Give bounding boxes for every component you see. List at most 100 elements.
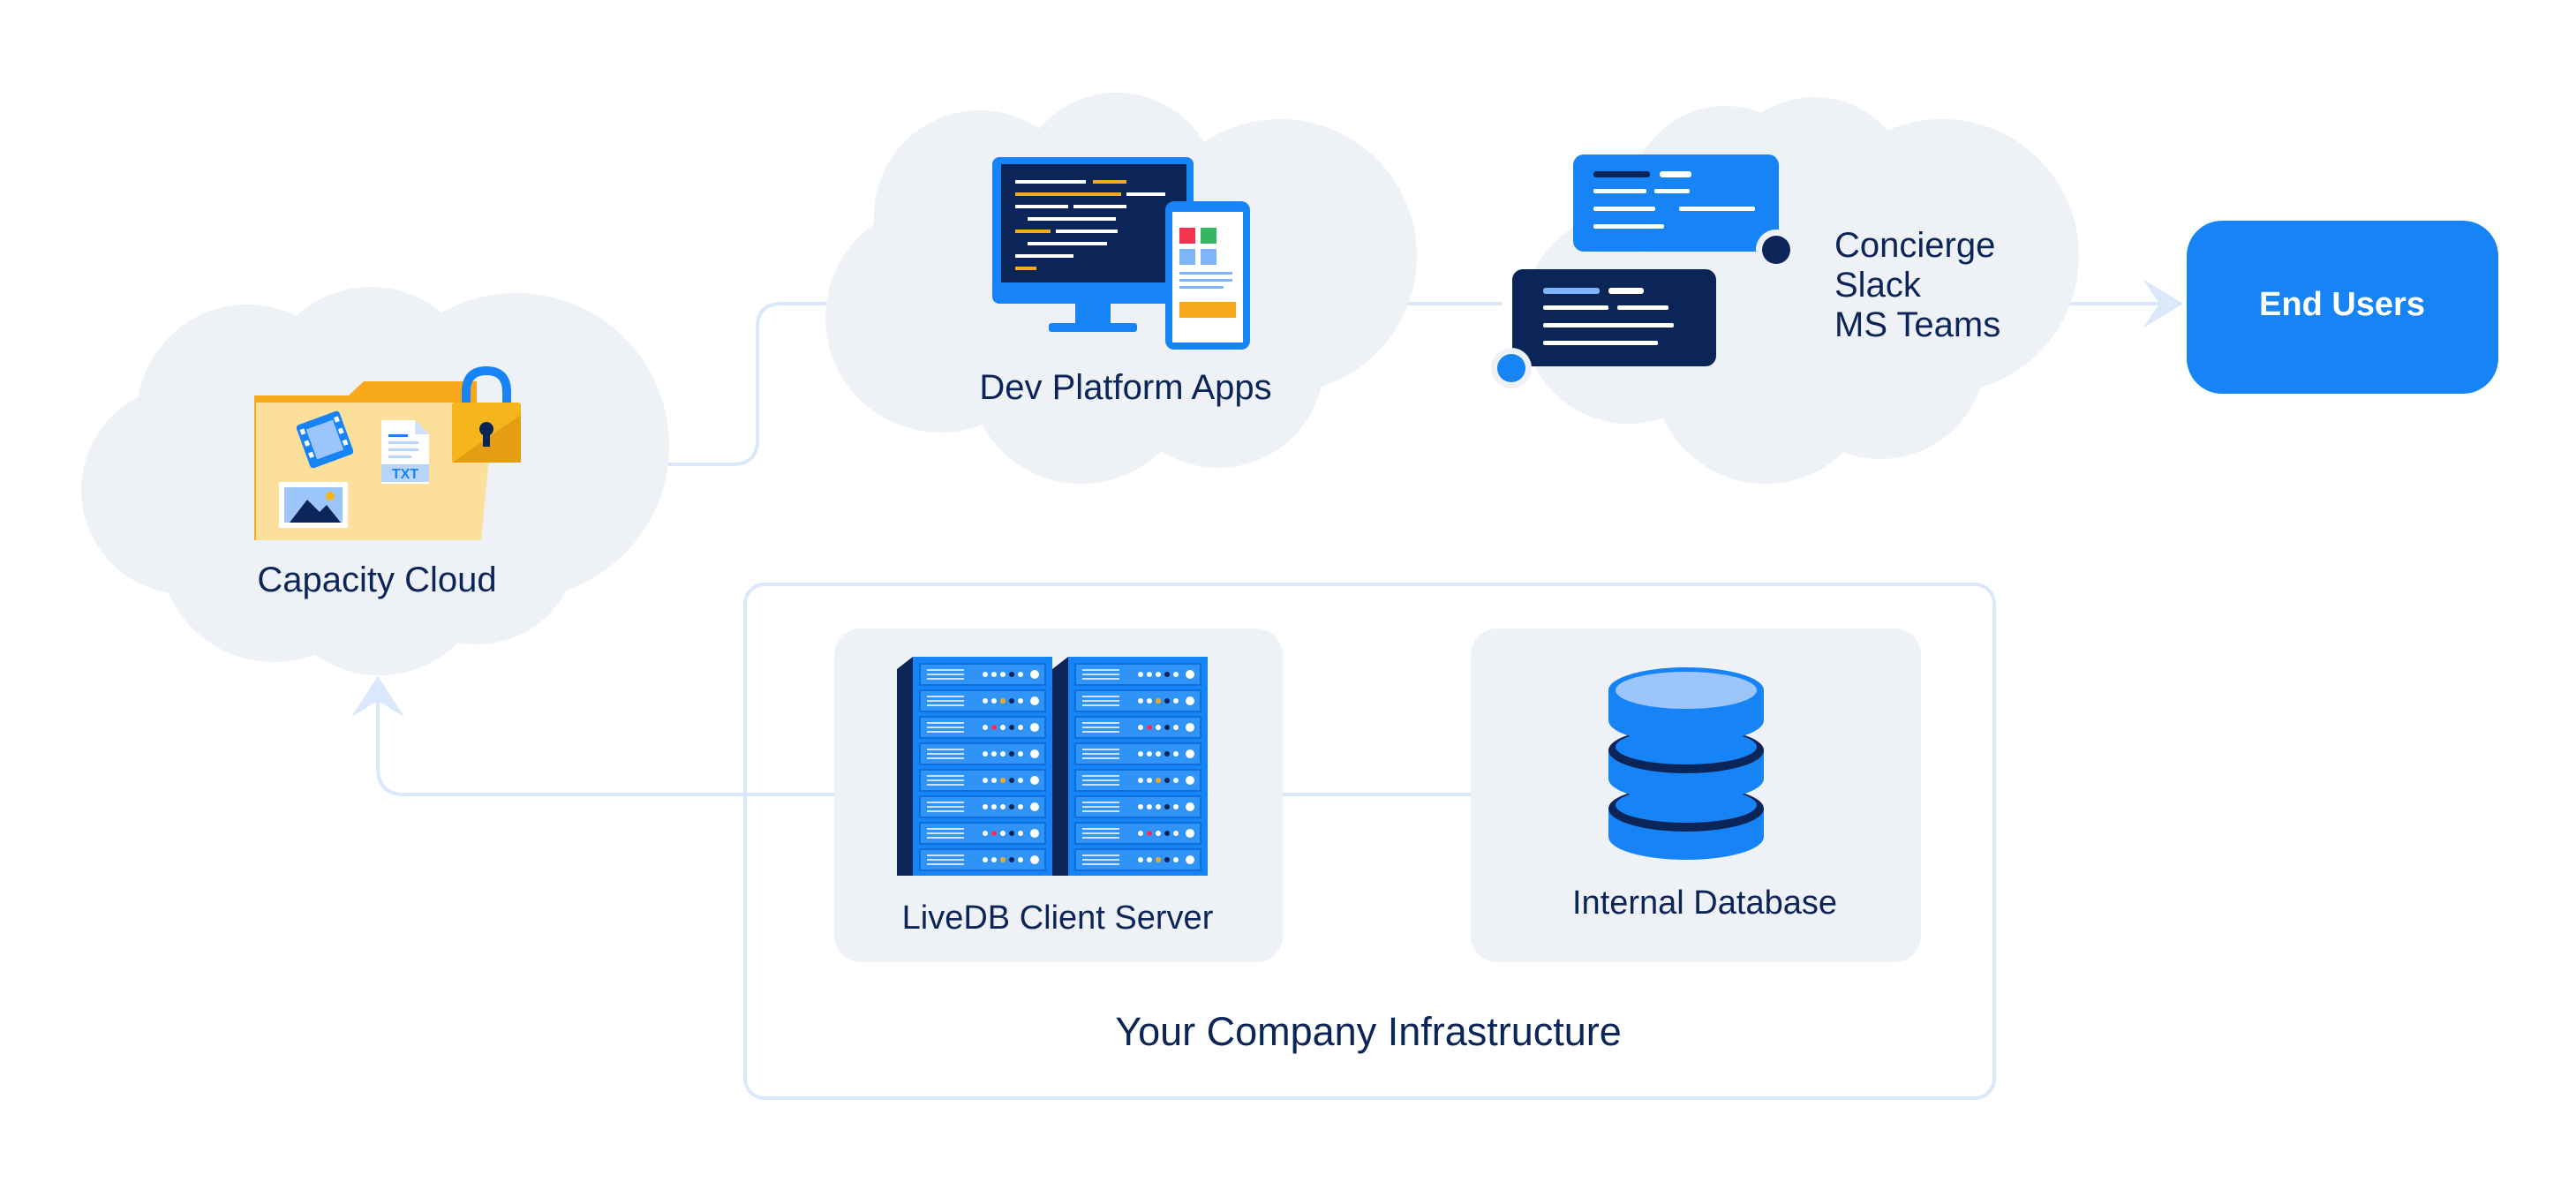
messaging-label-concierge: Concierge (1834, 226, 1995, 265)
end-users-node: End Users (2187, 221, 2498, 394)
server-led (991, 751, 997, 757)
messaging-node: Concierge Slack MS Teams (1491, 97, 2079, 484)
server-led (1173, 857, 1179, 862)
server-vent (1082, 700, 1119, 702)
server-vent (927, 863, 964, 865)
server-led (1009, 857, 1014, 862)
server-led (1173, 751, 1179, 757)
server-led (1147, 804, 1152, 809)
server-vent (1082, 806, 1119, 808)
server-led (1164, 778, 1170, 783)
server-led (1156, 804, 1161, 809)
server-vent (927, 854, 964, 856)
server-vent (1082, 832, 1119, 834)
server-vent (1082, 674, 1119, 675)
server-led (1009, 804, 1014, 809)
server-led (1147, 698, 1152, 704)
server-led (1000, 751, 1006, 757)
server-vent (1082, 722, 1119, 724)
server-led (1164, 698, 1170, 704)
server-led (1018, 672, 1023, 677)
server-led (983, 778, 988, 783)
server-led (983, 857, 988, 862)
server-vent (1082, 726, 1119, 728)
server-vent (927, 700, 964, 702)
server-led (1138, 857, 1143, 862)
server-led (1138, 751, 1143, 757)
server-power-led (1030, 696, 1039, 705)
server-led (1000, 725, 1006, 730)
server-led (991, 804, 997, 809)
server-power-led (1186, 855, 1194, 864)
server-power-led (1030, 855, 1039, 864)
server-led (983, 804, 988, 809)
connector-capacity-to-dev (660, 302, 849, 466)
server-led (1164, 804, 1170, 809)
server-led (1173, 672, 1179, 677)
server-led (1156, 857, 1161, 862)
dev-platform-node: Dev Platform Apps (825, 93, 1417, 484)
server-vent (927, 731, 964, 733)
server-led (1147, 831, 1152, 836)
chat-bubble-icon (1491, 269, 1716, 388)
server-units (919, 663, 1201, 871)
server-vent (927, 837, 964, 839)
messaging-label-slack: Slack (1834, 266, 1922, 305)
server-power-led (1186, 802, 1194, 811)
server-vent (927, 832, 964, 834)
server-vent (1082, 854, 1119, 856)
server-vent (927, 674, 964, 675)
server-led (991, 725, 997, 730)
code-lines (1015, 180, 1165, 270)
database-icon (1608, 667, 1764, 860)
server-vent (927, 722, 964, 724)
server-led (1138, 778, 1143, 783)
server-led (1173, 698, 1179, 704)
server-vent (1082, 678, 1119, 680)
server-led (1009, 831, 1014, 836)
image-icon (279, 482, 348, 528)
server-vent (927, 810, 964, 812)
server-led (1138, 804, 1143, 809)
end-users-box (2187, 221, 2498, 394)
infrastructure-label: Your Company Infrastructure (1115, 1009, 1622, 1054)
server-led (1164, 672, 1170, 677)
arrowhead-right (2143, 279, 2183, 328)
capacity-cloud-label: Capacity Cloud (257, 561, 496, 599)
server-led (983, 698, 988, 704)
server-vent (927, 678, 964, 680)
server-led (1173, 725, 1179, 730)
server-led (1138, 725, 1143, 730)
capacity-cloud-node: TXT Capacity Cloud (81, 287, 669, 675)
infrastructure-border (743, 583, 1996, 1100)
server-vent (1082, 859, 1119, 861)
server-led (983, 672, 988, 677)
server-led (1173, 804, 1179, 809)
server-led (1018, 857, 1023, 862)
server-power-led (1030, 670, 1039, 679)
server-led (1147, 857, 1152, 862)
server-led (1018, 804, 1023, 809)
server-vent (927, 749, 964, 750)
server-vent (1082, 704, 1119, 706)
server-led (1173, 831, 1179, 836)
lock-icon (452, 365, 521, 463)
server-vent (1082, 757, 1119, 759)
server-vent (1082, 810, 1119, 812)
server-led (1000, 672, 1006, 677)
livedb-node: LiveDB Client Server (834, 629, 1283, 962)
server-power-led (1186, 723, 1194, 732)
server-led (983, 751, 988, 757)
server-led (1018, 831, 1023, 836)
arrowhead-up (351, 676, 404, 717)
connectors (376, 302, 2169, 796)
server-led (1147, 778, 1152, 783)
internal-db-node: Internal Database (1471, 629, 1921, 962)
server-power-led (1030, 749, 1039, 758)
monitor-icon (992, 157, 1194, 332)
server-vent (927, 779, 964, 781)
server-vent (927, 753, 964, 755)
server-vent (927, 806, 964, 808)
server-led (1018, 751, 1023, 757)
